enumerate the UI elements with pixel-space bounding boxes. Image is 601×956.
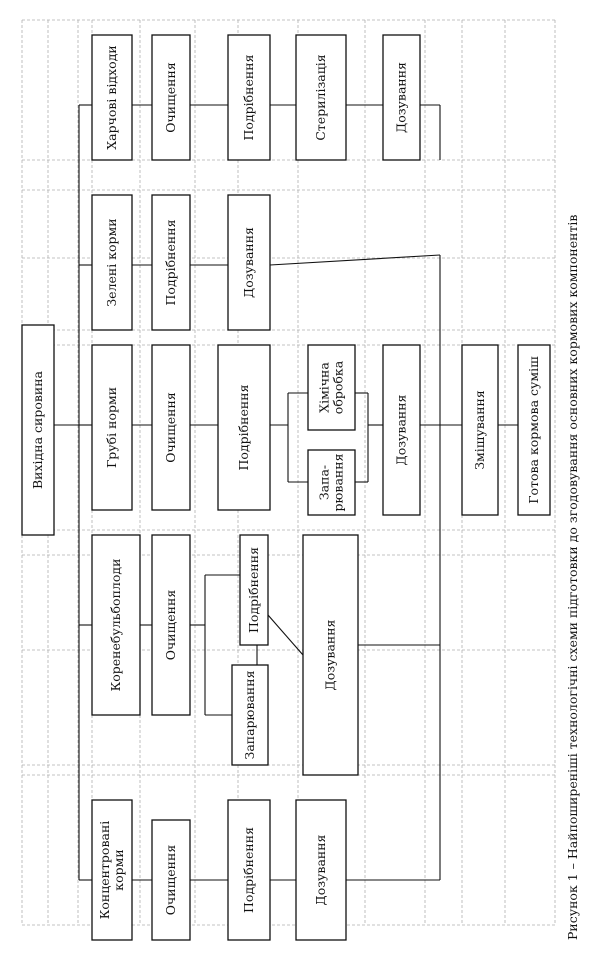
food-waste-header-box: Харчові відходи xyxy=(91,34,133,161)
roughage-chemical-box: Хімічнаобробка xyxy=(307,344,356,431)
concentrated-header-box: Концентрованікорми xyxy=(91,799,133,941)
food-waste-cleaning-box: Очищення xyxy=(151,34,191,161)
concentrated-header-box-label: Концентрованікорми xyxy=(97,821,126,920)
roughage-dosing-box: Дозування xyxy=(382,344,421,516)
green-header-box-frame xyxy=(91,194,133,331)
concentrated-grinding-box-label: Подрібнення xyxy=(241,827,256,913)
roughage-mixing-box-label: Змішування xyxy=(472,390,487,470)
food-waste-grinding-box-frame xyxy=(227,34,271,161)
concentrated-cleaning-box-frame xyxy=(151,819,191,941)
roughage-dosing-box-frame xyxy=(382,344,421,516)
food-waste-dosing-box-label: Дозування xyxy=(394,62,409,133)
root-crops-dosing-box: Дозування xyxy=(302,534,359,776)
roughage-steaming-box: Запа-рювання xyxy=(307,449,356,516)
roughage-ready-mix-box-frame xyxy=(517,344,551,516)
roughage-steaming-box-label: Запа-рювання xyxy=(317,453,346,511)
roughage-mixing-box-frame xyxy=(461,344,499,516)
green-dosing-box: Дозування xyxy=(227,194,271,331)
concentrated-header-box-frame xyxy=(91,799,133,941)
root-box: Вихідна сировина xyxy=(21,324,55,536)
concentrated-cleaning-box-label: Очищення xyxy=(163,845,178,916)
root-crops-grinding-box: Подрібнення xyxy=(239,534,269,646)
food-waste-dosing-box-frame xyxy=(382,34,421,161)
food-waste-header-box-label: Харчові відходи xyxy=(104,45,119,150)
caption: Рисунок 1 – Найпоширеніші технологічні с… xyxy=(565,215,580,940)
roughage-ready-mix-box: Готова кормова суміш xyxy=(517,344,551,516)
roughage-grinding-box-label: Подрібнення xyxy=(236,384,251,470)
concentrated-cleaning-box: Очищення xyxy=(151,819,191,941)
root-crops-cleaning-box-frame xyxy=(151,534,191,716)
green-grinding-box-frame xyxy=(151,194,191,331)
root-crops-cleaning-box: Очищення xyxy=(151,534,191,716)
connectors xyxy=(54,104,518,881)
roughage-header-box-label: Грубі норми xyxy=(104,387,119,468)
concentrated-grinding-box: Подрібнення xyxy=(227,799,271,941)
root-crops-steaming-box: Запарювання xyxy=(231,664,269,766)
root-crops-grinding-box-frame xyxy=(239,534,269,646)
food-waste-header-box-frame xyxy=(91,34,133,161)
food-waste-grinding-box: Подрібнення xyxy=(227,34,271,161)
root-crops-dosing-box-frame xyxy=(302,534,359,776)
food-waste-dosing-box: Дозування xyxy=(382,34,421,161)
roughage-header-box-frame xyxy=(91,344,133,511)
green-dosing-box-frame xyxy=(227,194,271,331)
roughage-header-box: Грубі норми xyxy=(91,344,133,511)
root-crops-header-box-label: Коренебульбоплоди xyxy=(108,559,123,692)
roughage-cleaning-box: Очищення xyxy=(151,344,191,511)
green-header-box-label: Зелені корми xyxy=(104,218,119,306)
green-grinding-box-label: Подрібнення xyxy=(163,219,178,305)
roughage-dosing-box-label: Дозування xyxy=(394,394,409,465)
green-grinding-box: Подрібнення xyxy=(151,194,191,331)
roughage-ready-mix-box-label: Готова кормова суміш xyxy=(526,356,541,504)
food-waste-grinding-box-label: Подрібнення xyxy=(241,54,256,140)
food-waste-sterilization-box: Стерилізація xyxy=(295,34,347,161)
roughage-cleaning-box-label: Очищення xyxy=(163,392,178,463)
root-crops-steaming-box-label: Запарювання xyxy=(242,670,257,759)
concentrated-dosing-box-label: Дозування xyxy=(313,834,328,905)
root-box-frame xyxy=(21,324,55,536)
roughage-steaming-box-frame xyxy=(307,449,356,516)
food-waste-cleaning-box-frame xyxy=(151,34,191,161)
root-crops-dosing-box-label: Дозування xyxy=(323,619,338,690)
root-box-label: Вихідна сировина xyxy=(30,370,45,489)
roughage-grinding-box: Подрібнення xyxy=(217,344,271,511)
concentrated-grinding-box-frame xyxy=(227,799,271,941)
green-dosing-box-label: Дозування xyxy=(241,227,256,298)
roughage-chemical-box-label: Хімічнаобробка xyxy=(317,360,346,414)
root-crops-cleaning-box-label: Очищення xyxy=(163,590,178,661)
root-crops-header-box: Коренебульбоплоди xyxy=(91,534,141,716)
concentrated-dosing-box: Дозування xyxy=(295,799,347,941)
root-crops-steaming-box-frame xyxy=(231,664,269,766)
roughage-cleaning-box-frame xyxy=(151,344,191,511)
concentrated-dosing-box-frame xyxy=(295,799,347,941)
root-crops-header-box-frame xyxy=(91,534,141,716)
roughage-grinding-box-frame xyxy=(217,344,271,511)
food-waste-sterilization-box-frame xyxy=(295,34,347,161)
roughage-chemical-box-frame xyxy=(307,344,356,431)
green-header-box: Зелені корми xyxy=(91,194,133,331)
roughage-mixing-box: Змішування xyxy=(461,344,499,516)
figure-caption: Рисунок 1 – Найпоширеніші технологічні с… xyxy=(565,215,580,940)
food-waste-cleaning-box-label: Очищення xyxy=(163,62,178,133)
food-waste-sterilization-box-label: Стерилізація xyxy=(313,54,328,140)
root-crops-grinding-box-label: Подрібнення xyxy=(246,547,261,633)
